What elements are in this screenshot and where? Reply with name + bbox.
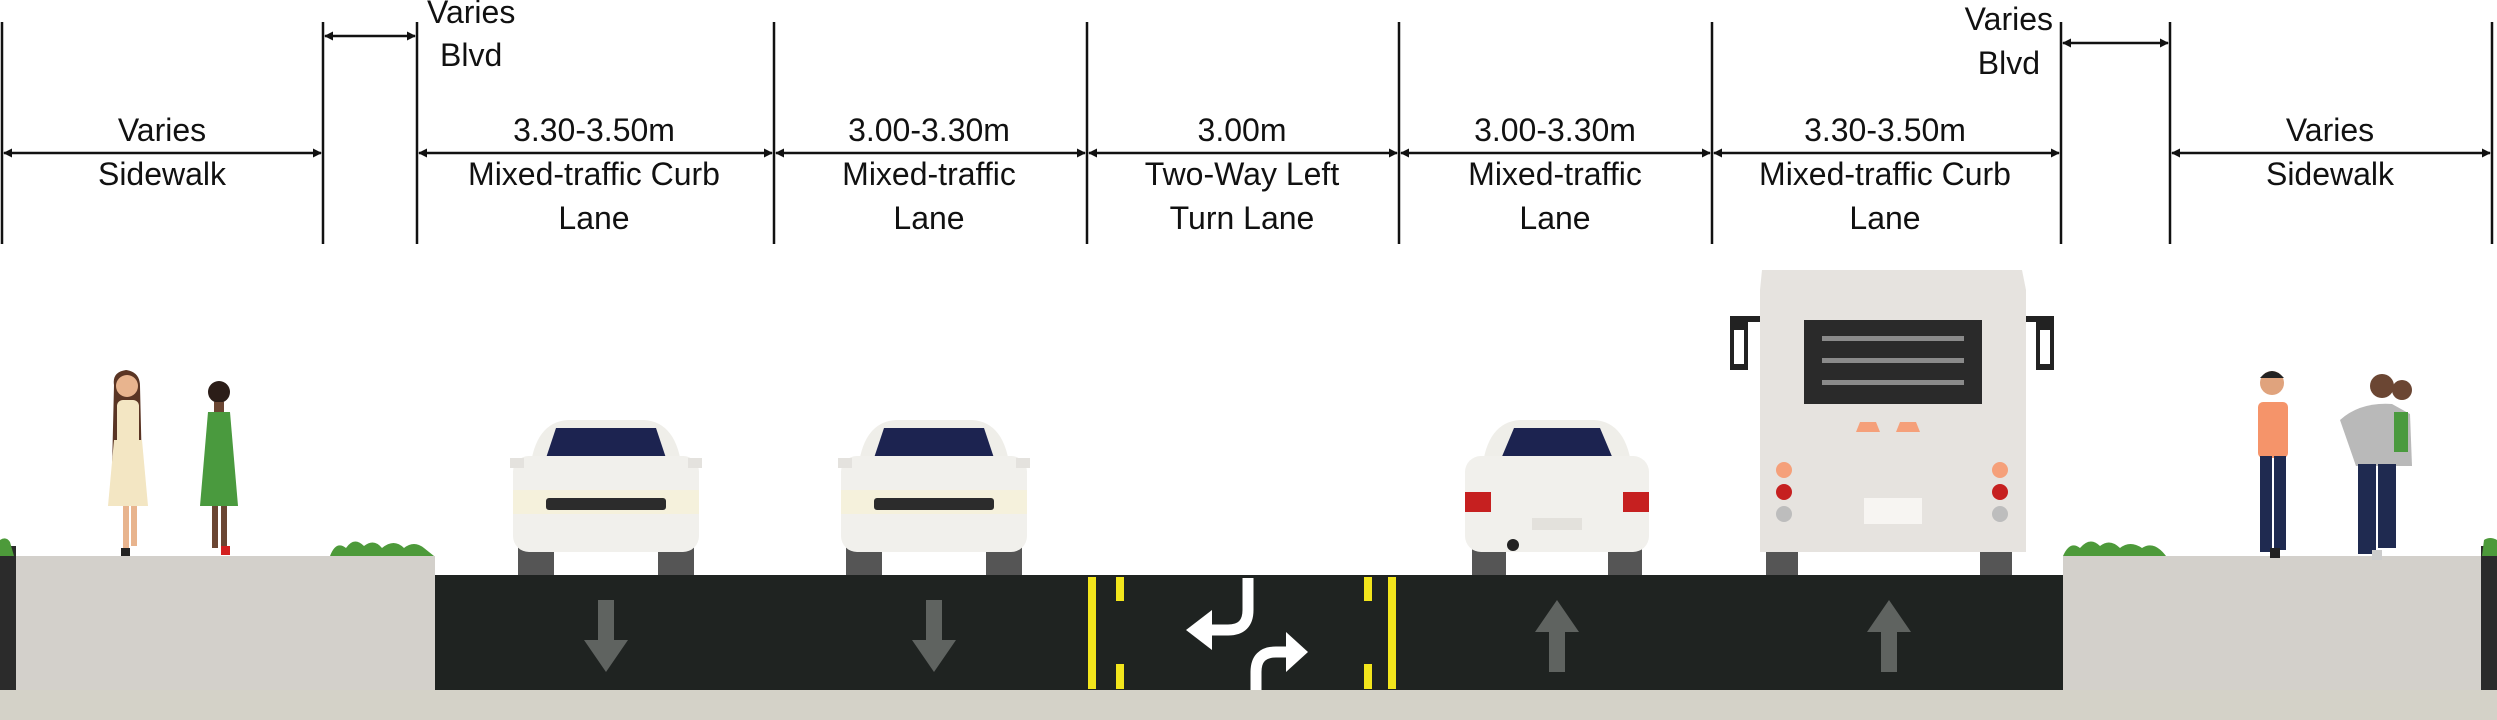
segment-name: Mixed-traffic (1468, 156, 1642, 192)
turn-arrow-icon (1186, 610, 1212, 650)
dimension-label: Varies (118, 112, 206, 148)
dimension-label: 3.30-3.50m (513, 112, 675, 148)
car-front-icon (838, 420, 1030, 575)
segment-name: Two-Way Left (1145, 156, 1340, 192)
segment-labels: Varies Sidewalk Varies Blvd 3.30-3.50m M… (98, 0, 2395, 236)
car-rear-icon (1465, 420, 1649, 575)
car-front-icon (510, 420, 702, 575)
arrow-up-icon (1867, 600, 1911, 672)
segment-name: Lane (1849, 200, 1920, 236)
segment-name: Blvd (1978, 45, 2040, 81)
grass-left (0, 538, 434, 556)
roadway (0, 538, 2497, 720)
segment-name: Lane (558, 200, 629, 236)
pedestrians-right (2258, 371, 2412, 560)
pedestrians-left (108, 370, 238, 556)
segment-name: Lane (1519, 200, 1590, 236)
segment-name: Mixed-traffic Curb (1759, 156, 2011, 192)
dimension-lines (0, 22, 2494, 244)
curb-edge-right (2481, 546, 2497, 690)
segment-name: Lane (893, 200, 964, 236)
dimension-label: 3.00-3.30m (848, 112, 1010, 148)
arrow-down-icon (912, 600, 956, 672)
segment-name: Mixed-traffic (842, 156, 1016, 192)
sidewalk-left-surface (0, 556, 435, 690)
pedestrian-icon (2258, 371, 2288, 558)
ground-strip (0, 690, 2497, 720)
median-markings (1088, 577, 1396, 689)
segment-name: Sidewalk (98, 156, 227, 192)
arrow-up-icon (1535, 600, 1579, 672)
turn-arrow-icon (1210, 578, 1296, 690)
bus-rear-icon (1730, 270, 2054, 575)
grass-right (2063, 538, 2497, 556)
curb-edge-left (0, 546, 16, 690)
pedestrian-icon (108, 370, 148, 556)
dimension-label: Varies (427, 0, 515, 30)
segment-name: Turn Lane (1170, 200, 1315, 236)
segment-name: Blvd (440, 37, 502, 73)
dimension-label: 3.30-3.50m (1804, 112, 1966, 148)
pedestrian-icon (2340, 374, 2412, 560)
dimension-label: 3.00m (1198, 112, 1287, 148)
segment-name: Mixed-traffic Curb (468, 156, 720, 192)
arrow-down-icon (584, 600, 628, 672)
segment-name: Sidewalk (2266, 156, 2395, 192)
dimension-label: Varies (1965, 1, 2053, 37)
sidewalk-right-surface (2063, 556, 2497, 690)
lane-arrows (584, 578, 1911, 690)
turn-arrow-icon (1286, 632, 1308, 672)
dimension-label: Varies (2286, 112, 2374, 148)
dimension-label: 3.00-3.30m (1474, 112, 1636, 148)
pedestrian-icon (200, 381, 238, 555)
